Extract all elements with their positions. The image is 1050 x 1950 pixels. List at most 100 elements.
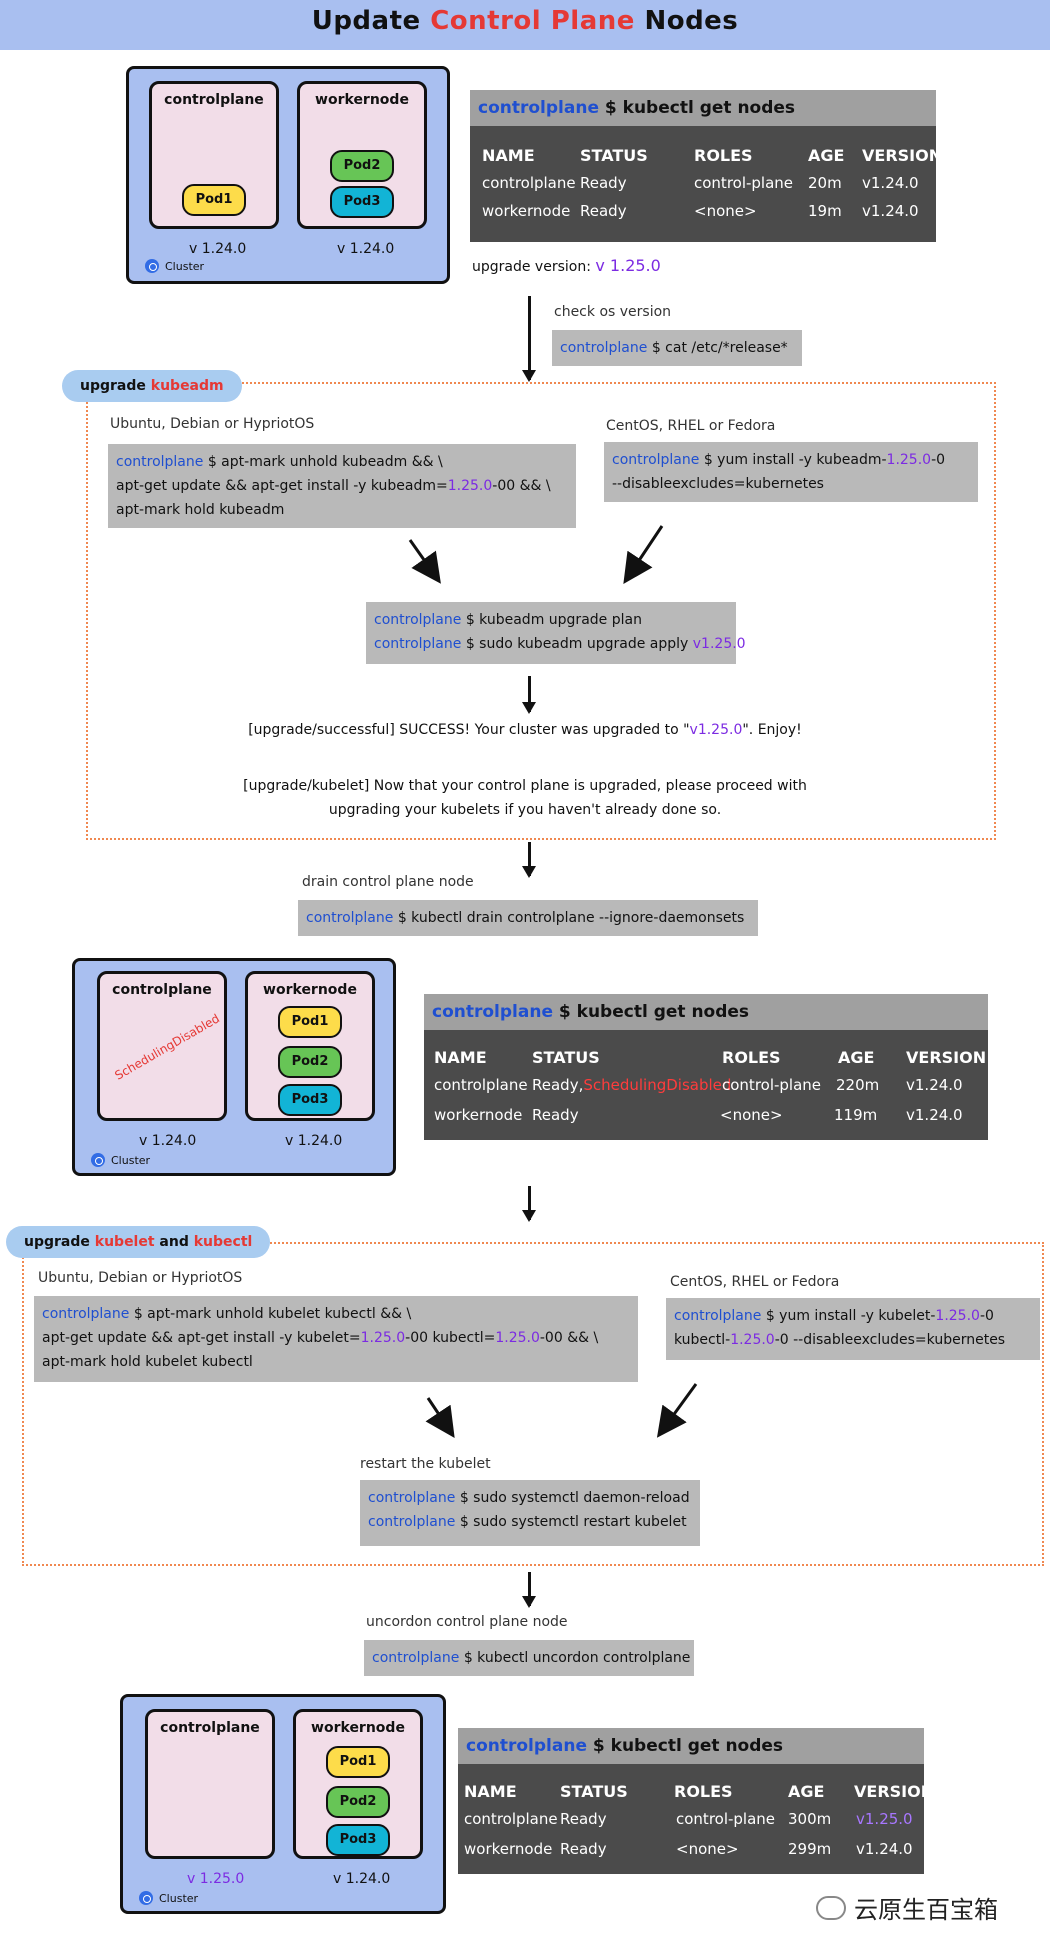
cluster-tag: Cluster [145,259,204,273]
table-cell: controlplane [464,1810,558,1828]
kubeadm-upgrade-command: controlplane $ kubeadm upgrade plan cont… [366,602,746,664]
scheduling-disabled-label: SchedulingDisabled [112,1011,223,1083]
table-cell: controlplane [482,174,576,192]
table-cell: 220m [836,1076,880,1094]
title-bar [0,0,1050,50]
get-nodes-output-1: controlplane $ kubectl get nodes NAME ST… [470,90,942,242]
col-header: AGE [788,1782,825,1801]
table-cell: 119m [834,1106,878,1124]
ubuntu-kubeadm-command: controlplane $ apt-mark unhold kubeadm &… [108,444,576,528]
worker-node: workernode Pod1 Pod2 Pod3 [245,971,375,1121]
table-command: controlplane $ kubectl get nodes [458,1728,924,1764]
col-header: NAME [464,1782,517,1801]
table-cell: <none> [676,1840,739,1858]
controlplane-node: controlplane [145,1709,275,1859]
node-version: v 1.24.0 [139,1133,197,1149]
col-header: ROLES [674,1782,733,1801]
table-cell: v1.24.0 [862,174,919,192]
table-cell: v1.24.0 [906,1076,963,1094]
table-cell: Ready [580,174,627,192]
table-cell: <none> [694,202,757,220]
table-body: NAME STATUS ROLES AGE VERSION controlpla… [470,126,942,242]
table-cell: workernode [482,202,571,220]
table-command: controlplane $ kubectl get nodes [470,90,936,126]
controlplane-node: controlplane SchedulingDisabled [97,971,227,1121]
diagonal-arrow [425,1397,455,1438]
table-cell: <none> [720,1106,783,1124]
pod: Pod3 [330,186,394,218]
table-cell: controlplane [434,1076,528,1094]
table-cell: workernode [434,1106,523,1124]
get-nodes-output-3: controlplane $ kubectl get nodes NAME ST… [458,1728,934,1874]
table-cell: workernode [464,1840,553,1858]
pod: Pod3 [326,1824,390,1856]
centos-kubelet-command: controlplane $ yum install -y kubelet-1.… [666,1298,1040,1360]
table-cell: v1.24.0 [856,1840,913,1858]
pod: Pod1 [326,1746,390,1778]
diagonal-arrow [408,539,441,584]
node-version: v 1.25.0 [187,1871,245,1887]
table-cell: Ready [580,202,627,220]
table-cell: Ready [532,1106,579,1124]
table-cell: Ready,SchedulingDisabled [532,1076,732,1094]
get-nodes-output-2: controlplane $ kubectl get nodes NAME ST… [424,994,988,1140]
table-cell: control-plane [722,1076,822,1094]
kubelet-message-2: upgrading your kubelets if you haven't a… [328,802,722,818]
kubelet-message-1: [upgrade/kubelet] Now that your control … [243,778,807,794]
cluster-diagram-upgraded: controlplane workernode Pod1 Pod2 Pod3 v… [120,1694,446,1914]
table-cell: 20m [808,174,842,192]
node-version: v 1.24.0 [337,241,395,257]
col-header: STATUS [580,146,648,165]
table-cell: 300m [788,1810,832,1828]
flow-arrow [522,296,536,382]
diagonal-arrow [656,1383,698,1438]
success-message: [upgrade/successful] SUCCESS! Your clust… [248,722,802,738]
node-label: controlplane [164,92,264,108]
upgrade-kubeadm-section [86,382,996,840]
node-version: v 1.24.0 [189,241,247,257]
cluster-diagram-initial: controlplane Pod1 workernode Pod2 Pod3 v… [126,66,450,284]
cluster-tag: Cluster [139,1891,198,1905]
worker-node: workernode Pod1 Pod2 Pod3 [293,1709,423,1859]
cluster-label: Cluster [111,1153,151,1167]
upgrade-kubeadm-pill: upgrade kubeadm [62,370,242,402]
col-header: VERSION [854,1782,935,1801]
pod: Pod1 [278,1006,342,1038]
table-cell: control-plane [694,174,794,192]
node-version: v 1.24.0 [285,1133,343,1149]
col-header: AGE [808,146,845,165]
node-label: workernode [315,92,409,108]
uncordon-command: controlplane $ kubectl uncordon controlp… [364,1640,694,1676]
table-body: NAME STATUS ROLES AGE VERSION controlpla… [458,1764,934,1874]
drain-caption: drain control plane node [302,874,474,890]
table-cell: v1.25.0 [856,1810,913,1828]
pod: Pod3 [278,1084,342,1116]
watermark: 云原生百宝箱 [816,1890,998,1925]
ubuntu-caption: Ubuntu, Debian or HypriotOS [110,416,315,432]
worker-node: workernode Pod2 Pod3 [297,81,427,229]
cluster-label: Cluster [159,1891,199,1905]
ubuntu-caption: Ubuntu, Debian or HypriotOS [38,1270,243,1286]
pod: Pod2 [326,1786,390,1818]
page-title: Update Control Plane Nodes [311,6,739,36]
col-header: NAME [434,1048,487,1067]
col-header: STATUS [532,1048,600,1067]
pod: Pod2 [330,150,394,182]
pod: Pod1 [182,184,246,216]
uncordon-caption: uncordon control plane node [366,1614,568,1630]
table-cell: 299m [788,1840,832,1858]
node-version: v 1.24.0 [333,1871,391,1887]
table-cell: Ready [560,1840,607,1858]
col-header: VERSION [862,146,943,165]
cluster-tag: Cluster [91,1153,150,1167]
centos-kubeadm-command: controlplane $ yum install -y kubeadm-1.… [604,442,978,502]
restart-caption: restart the kubelet [360,1456,491,1472]
upgrade-version: upgrade version: v 1.25.0 [472,256,661,275]
col-header: ROLES [722,1048,781,1067]
table-cell: Ready [560,1810,607,1828]
check-os-command: controlplane $ cat /etc/*release* [552,330,802,366]
node-label: controlplane [160,1720,260,1736]
table-cell: v1.24.0 [862,202,919,220]
flow-arrow [522,1186,536,1222]
